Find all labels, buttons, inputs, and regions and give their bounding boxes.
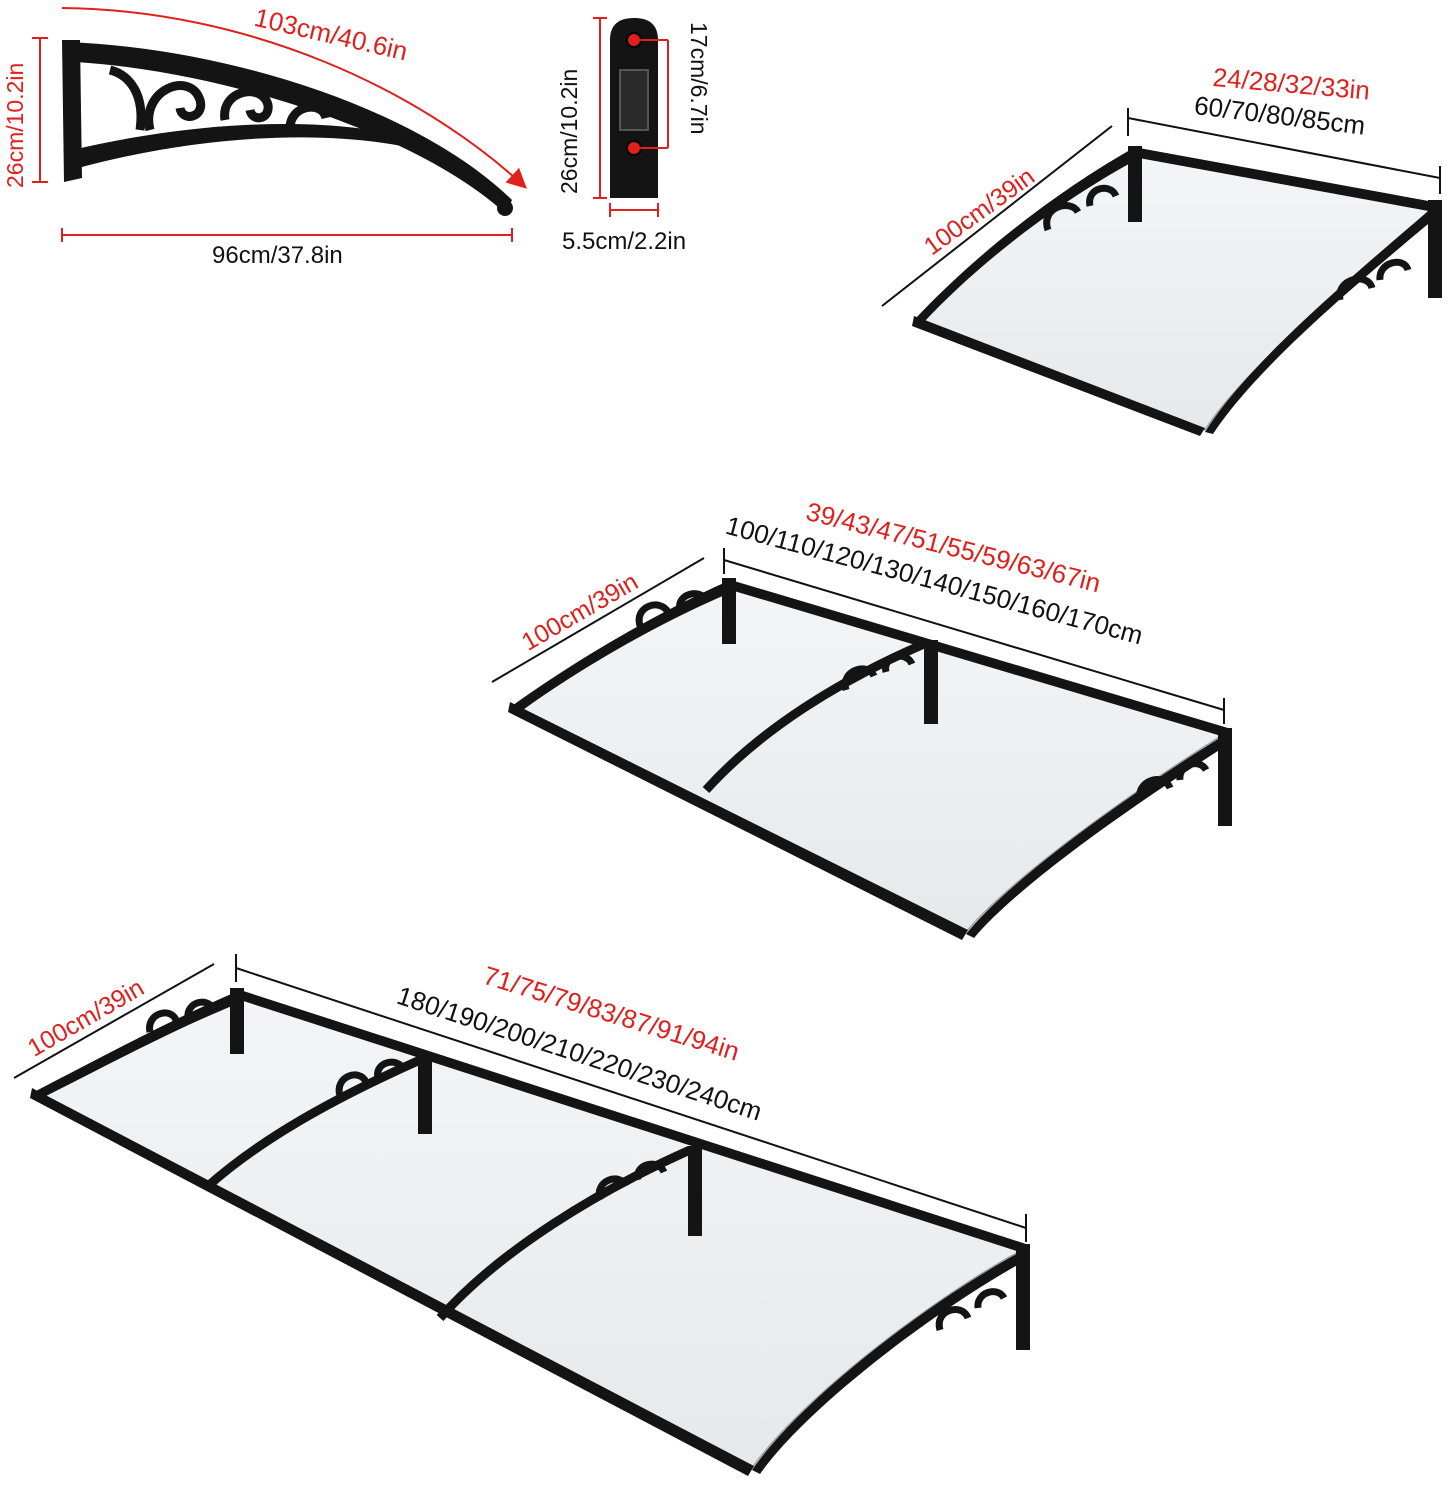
bracket-drawing (32, 7, 527, 242)
bracket-strut (72, 123, 420, 168)
lower-mounting-hole (626, 140, 642, 156)
awning-medium-drawing (491, 548, 1232, 940)
awning-small-width-dimension-line (1127, 117, 1441, 179)
bracket-arm (66, 42, 512, 214)
awning-large-drawing (13, 954, 1030, 1476)
awning-large-width-dimension-line (235, 967, 1027, 1229)
awning-small-drawing (881, 108, 1442, 436)
awning-large-projection-dimension-line (13, 963, 215, 1079)
plate-height-label: 26cm/10.2in (556, 68, 582, 194)
wall-plate-drawing (593, 17, 669, 217)
awning-medium-projection-dimension-line (491, 557, 705, 683)
awning-medium-front-rail (508, 702, 968, 940)
awning-small-front-rail (912, 316, 1205, 436)
bracket-height-label: 26cm/10.2in (2, 62, 28, 188)
bracket-scroll-ornament (108, 65, 331, 132)
upper-mounting-hole (626, 32, 642, 48)
arc-length-dimension-line (61, 7, 527, 189)
bracket-tip (497, 200, 513, 216)
bracket-wall-mount (62, 40, 82, 182)
plate-hole-spacing-label: 17cm/6.7in (686, 22, 712, 135)
awning-small-projection-dimension-line (881, 125, 1113, 307)
awning-medium-width-dimension-line (723, 559, 1225, 711)
plate-width-label: 5.5cm/2.2in (562, 228, 687, 255)
bracket-depth-label: 96cm/37.8in (212, 242, 343, 269)
